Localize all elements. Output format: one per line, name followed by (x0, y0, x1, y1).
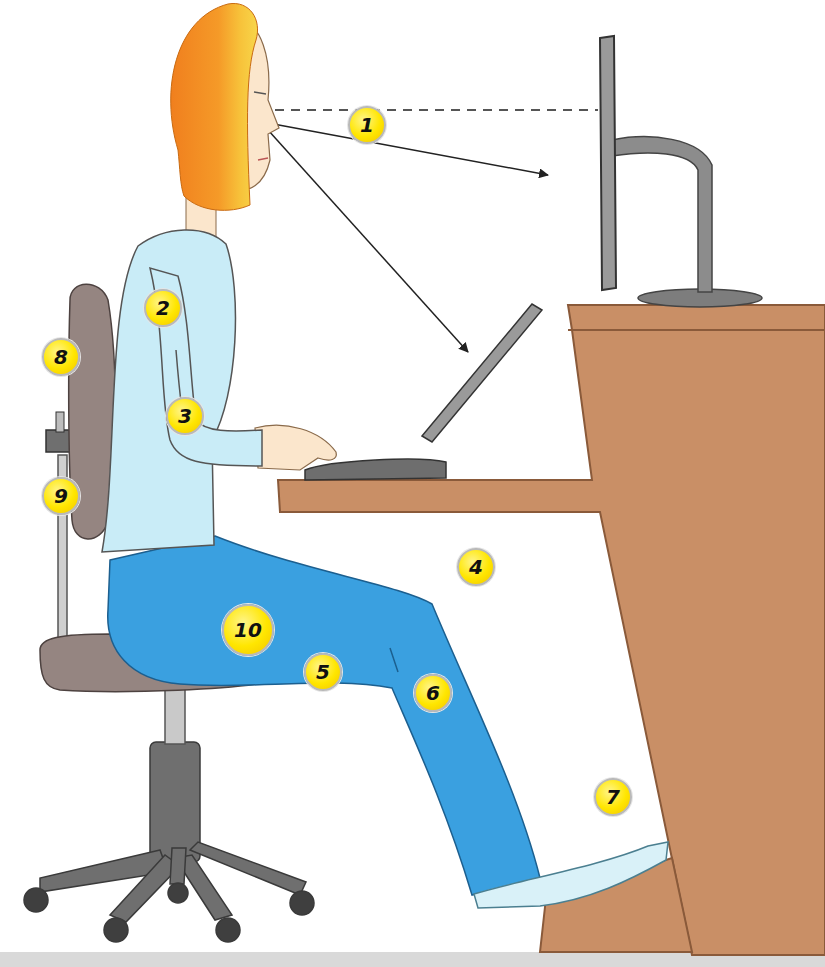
callout-number: 8 (42, 338, 80, 376)
chair-leg (170, 848, 186, 884)
chair-knob (46, 430, 72, 452)
hand (255, 425, 336, 470)
mouth (258, 158, 268, 160)
callout-number: 7 (594, 778, 632, 816)
chair-knob (56, 412, 64, 432)
trousers (108, 536, 540, 895)
sight-arrow (268, 130, 468, 352)
horizontal-sight-line (275, 109, 598, 111)
callout-number: 1 (348, 106, 386, 144)
callout-number: 5 (304, 653, 342, 691)
caster (290, 891, 314, 915)
desk-edge (568, 329, 825, 331)
caster (216, 918, 240, 942)
caster (24, 888, 48, 912)
callout-number: 10 (222, 604, 274, 656)
document-holder (422, 304, 542, 442)
callout-number: 4 (457, 548, 495, 586)
monitor-screen (600, 36, 616, 290)
callout-number: 6 (414, 674, 452, 712)
callout-number: 2 (144, 289, 182, 327)
hair (171, 3, 258, 210)
chair-cylinder (150, 742, 200, 862)
keyboard (305, 459, 446, 480)
callout-number: 9 (42, 477, 80, 515)
caster (168, 883, 188, 903)
chair-leg (190, 842, 306, 895)
chair-base (24, 742, 314, 942)
monitor-arm (612, 137, 712, 292)
shoe (474, 842, 668, 908)
trouser-fold (390, 648, 398, 672)
sight-arrow (268, 123, 548, 175)
eye (254, 92, 266, 94)
callout-number: 3 (166, 397, 204, 435)
caster (104, 918, 128, 942)
